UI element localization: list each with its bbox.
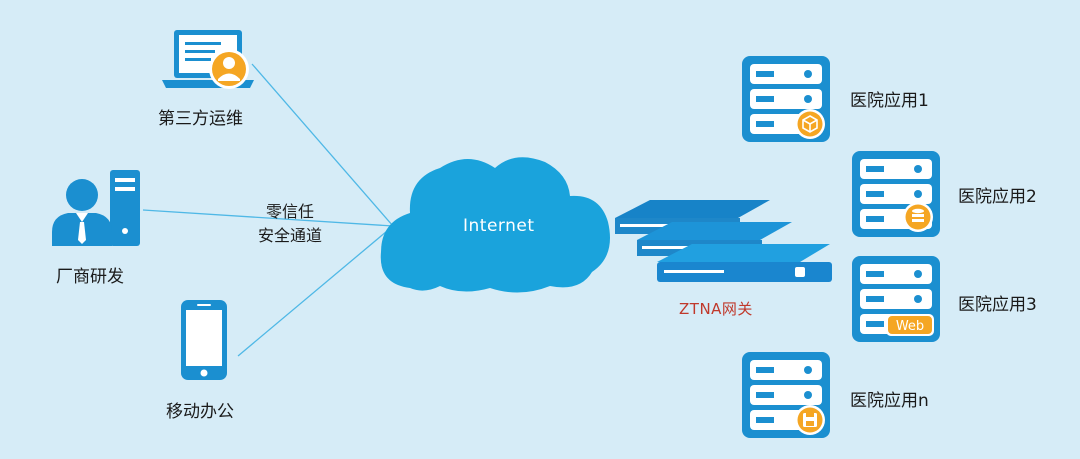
server-icon-app-2 (852, 151, 940, 237)
developer-workstation-icon (52, 170, 140, 246)
app-label-1: 医院应用1 (850, 91, 929, 111)
save-icon (795, 405, 825, 435)
tunnel-label-line2: 安全通道 (257, 226, 322, 245)
line-ops-to-cloud (251, 63, 394, 227)
cloud-label: Internet (463, 216, 535, 236)
app-label-n: 医院应用n (850, 391, 929, 411)
tunnel-label-line1: 零信任 (265, 202, 314, 221)
tunnel-label: 零信任 安全通道 (240, 200, 340, 248)
app-label-3: 医院应用3 (958, 295, 1037, 315)
cube-icon (795, 109, 825, 139)
ztna-gateway-icon (615, 200, 832, 282)
connection-lines (142, 63, 394, 357)
app-label-2: 医院应用2 (958, 187, 1037, 207)
web-badge: Web (886, 314, 934, 336)
smartphone-icon (181, 300, 227, 380)
server-icon-app-1 (742, 56, 830, 142)
svg-text:Web: Web (896, 319, 924, 334)
internet-cloud (380, 157, 610, 293)
server-icon-app-3: Web (852, 256, 940, 342)
server-icon-app-n (742, 352, 830, 438)
client-label-mobile: 移动办公 (166, 402, 234, 422)
line-mobile-to-cloud (237, 225, 394, 357)
client-label-ops: 第三方运维 (158, 109, 243, 129)
client-label-vendor: 厂商研发 (56, 267, 124, 287)
line-vendor-to-cloud (142, 209, 394, 227)
gateway-label: ZTNA网关 (679, 300, 753, 318)
database-icon (903, 202, 933, 232)
laptop-user-icon (162, 30, 254, 89)
